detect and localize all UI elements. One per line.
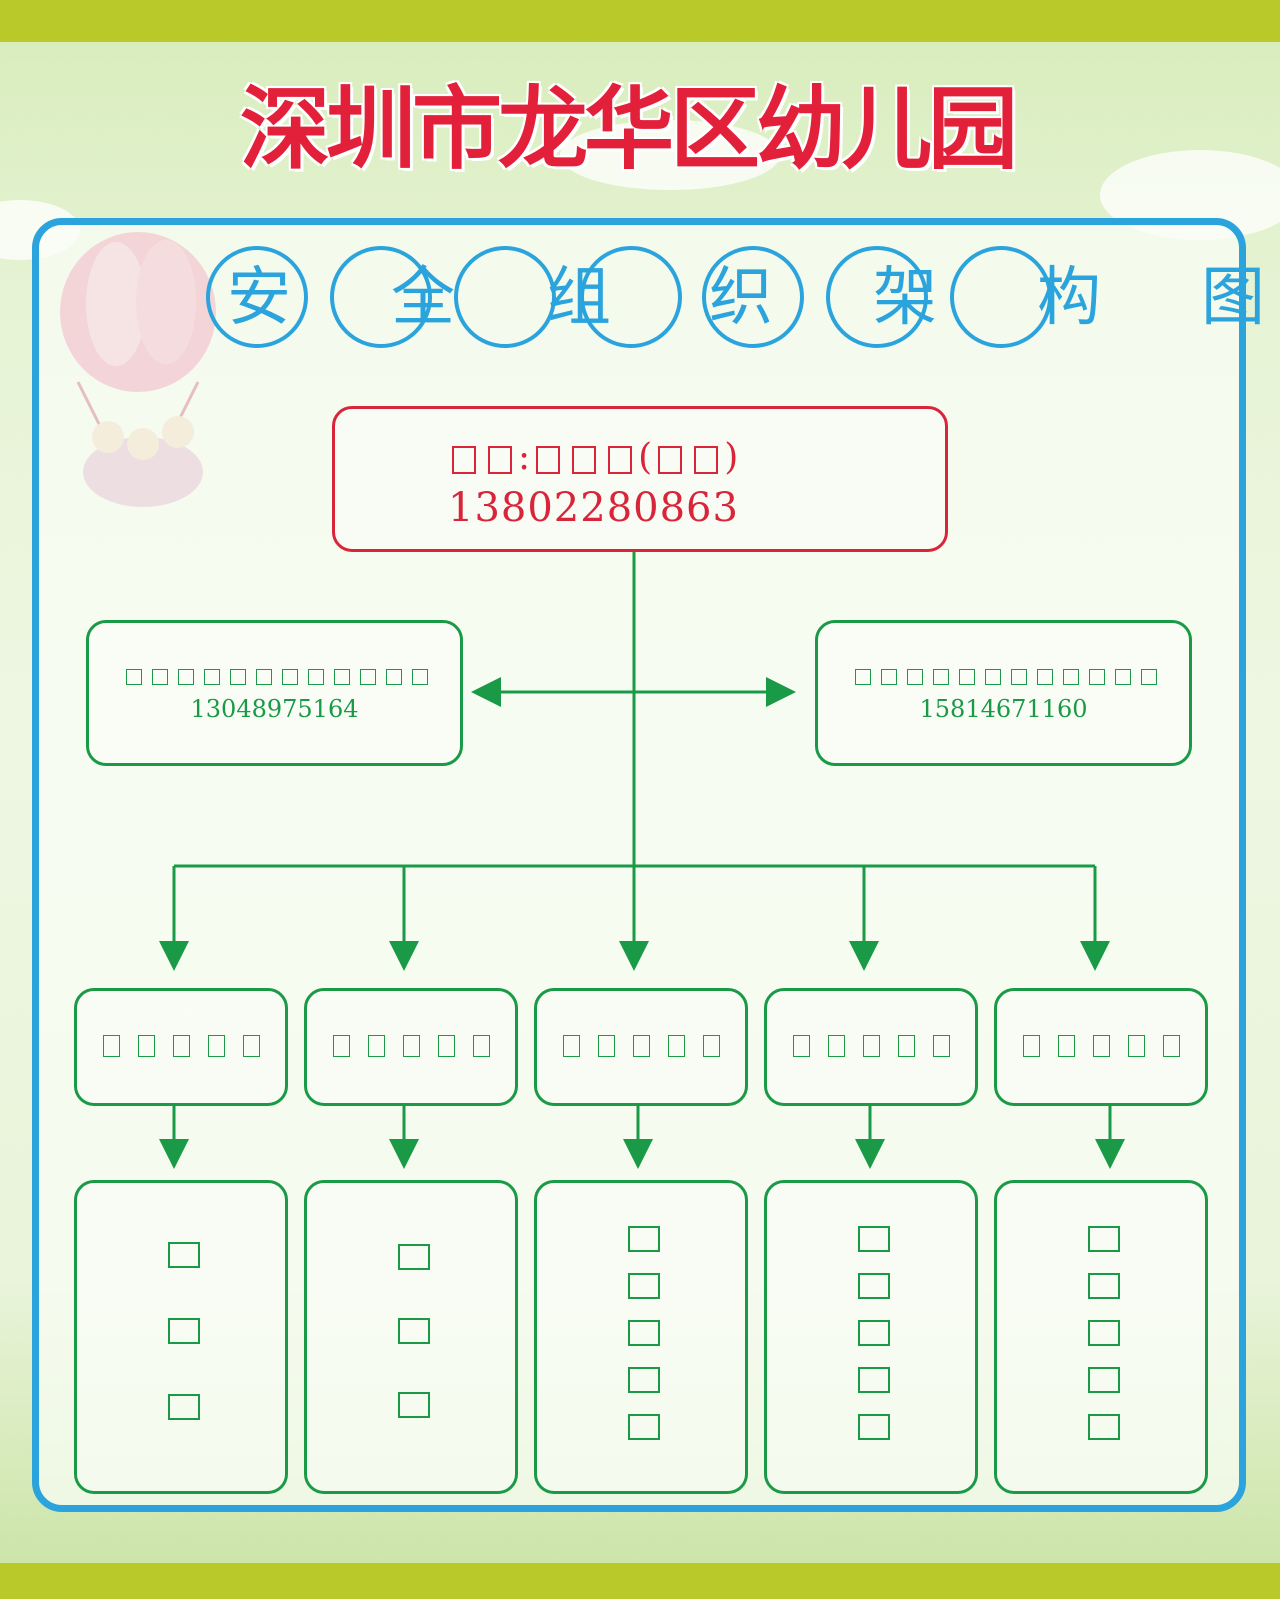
member-name-box xyxy=(858,1414,890,1440)
member-name-box xyxy=(628,1226,660,1252)
head-paren-close: ) xyxy=(724,437,739,478)
member-name-box xyxy=(1088,1273,1120,1299)
member-name-box xyxy=(398,1318,430,1344)
glyph-box xyxy=(536,446,561,474)
subtitle-char: 架 xyxy=(873,261,937,335)
member-box-4 xyxy=(764,1180,978,1494)
group-box-2 xyxy=(304,988,518,1106)
member-box-2 xyxy=(304,1180,518,1494)
head-colon: : xyxy=(518,437,531,478)
glyph-box xyxy=(694,446,719,474)
member-name-box xyxy=(628,1273,660,1299)
top-border-bar xyxy=(0,0,1280,42)
subtitle-circle xyxy=(454,246,556,348)
member-name-box xyxy=(628,1367,660,1393)
right-deputy-label xyxy=(841,666,1171,685)
head-paren-open: ( xyxy=(638,437,653,478)
group-box-3 xyxy=(534,988,748,1106)
head-phone: 13802280863 xyxy=(448,485,739,531)
left-deputy-phone: 13048975164 xyxy=(190,695,359,723)
member-name-box xyxy=(1088,1320,1120,1346)
subtitle-circle xyxy=(206,246,308,348)
subtitle-char: 全 xyxy=(391,261,455,335)
member-name-box xyxy=(628,1414,660,1440)
left-deputy-label xyxy=(112,666,442,685)
cloud-icon xyxy=(560,120,780,190)
bottom-border-bar xyxy=(0,1563,1280,1599)
group-label-4 xyxy=(764,1035,978,1057)
subtitle-circle xyxy=(702,246,804,348)
subtitle-char: 组 xyxy=(547,261,611,335)
member-name-box xyxy=(628,1320,660,1346)
page-title: 深圳市龙华区幼儿园 xyxy=(240,77,1018,182)
group-box-5 xyxy=(994,988,1208,1106)
member-name-box xyxy=(398,1392,430,1418)
member-box-3 xyxy=(534,1180,748,1494)
head-name-line: : () xyxy=(446,436,738,480)
subtitle-circle xyxy=(580,246,682,348)
member-name-box xyxy=(168,1242,200,1268)
right-deputy-box xyxy=(815,620,1192,766)
group-box-4 xyxy=(764,988,978,1106)
group-label-3 xyxy=(534,1035,748,1057)
glyph-box xyxy=(658,446,683,474)
subtitle-char: 图 xyxy=(1201,261,1265,335)
member-name-box xyxy=(1088,1414,1120,1440)
group-label-5 xyxy=(994,1035,1208,1057)
member-name-box xyxy=(858,1226,890,1252)
member-name-box xyxy=(168,1394,200,1420)
subtitle-char: 织 xyxy=(709,261,773,335)
right-deputy-phone: 15814671160 xyxy=(919,695,1088,723)
member-box-1 xyxy=(74,1180,288,1494)
group-label-1 xyxy=(74,1035,288,1057)
member-name-box xyxy=(1088,1226,1120,1252)
member-name-box xyxy=(858,1320,890,1346)
hot-air-balloon-icon xyxy=(60,232,216,507)
head-box xyxy=(332,406,948,552)
subtitle-circle xyxy=(330,246,432,348)
group-box-1 xyxy=(74,988,288,1106)
subtitle-char: 安 xyxy=(227,261,291,335)
member-box-5 xyxy=(994,1180,1208,1494)
glyph-box xyxy=(572,446,597,474)
member-name-box xyxy=(858,1367,890,1393)
left-deputy-box xyxy=(86,620,463,766)
member-name-box xyxy=(858,1273,890,1299)
glyph-box xyxy=(452,446,476,474)
member-name-box xyxy=(168,1318,200,1344)
subtitle-circle xyxy=(826,246,928,348)
glyph-box xyxy=(608,446,633,474)
member-name-box xyxy=(398,1244,430,1270)
group-label-2 xyxy=(304,1035,518,1057)
subtitle-circle xyxy=(950,246,1052,348)
glyph-box xyxy=(488,446,512,474)
member-name-box xyxy=(1088,1367,1120,1393)
subtitle-char: 构 xyxy=(1037,261,1101,335)
